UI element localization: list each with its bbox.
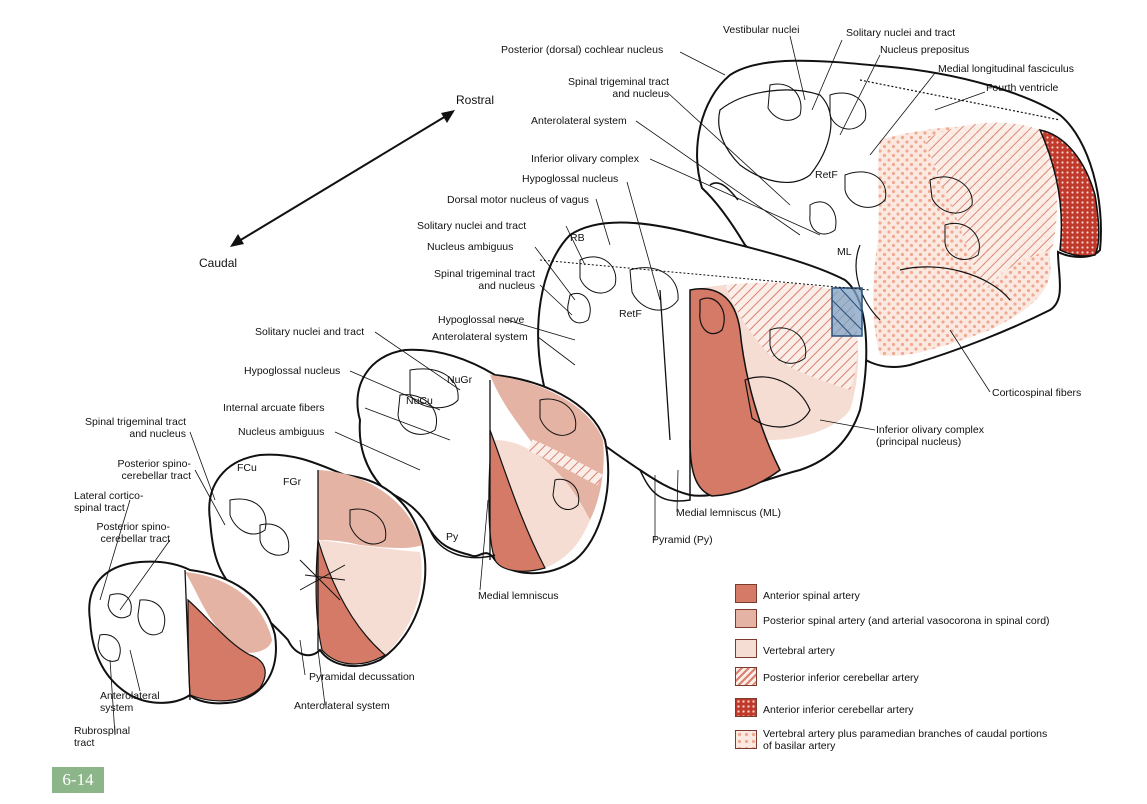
sp-trig-mid-line1: Spinal trigeminal tract [434, 268, 535, 280]
anterolateral-bottom-label: Anterolateral system [294, 700, 390, 712]
hypoglossal-nucleus-low-label: Hypoglossal nucleus [244, 365, 341, 377]
solitary-low-label: Solitary nuclei and tract [255, 326, 365, 338]
section-spinal-cord [88, 560, 277, 705]
sp-trig-mid-label: Spinal trigeminal tract and nucleus [395, 268, 535, 292]
lateral-corticospinal-label: Lateral cortico- spinal tract [74, 490, 143, 514]
rubrospinal-label: Rubrospinal tract [74, 725, 130, 749]
ml-upper-label: ML [837, 246, 852, 258]
legend-swatch-paramedian [735, 730, 757, 749]
nucleus-prepositus-label: Nucleus prepositus [880, 44, 970, 56]
post-spinocerebellar-1-line2: cerebellar tract [121, 470, 191, 482]
pyramid-label: Pyramid (Py) [652, 534, 713, 546]
legend-swatch-aica [735, 698, 757, 717]
leader-lines [99, 35, 991, 736]
rostral-label: Rostral [456, 93, 495, 107]
lateral-corticospinal-line2: spinal tract [74, 502, 125, 514]
dorsal-motor-vagus-label: Dorsal motor nucleus of vagus [447, 194, 589, 206]
caudal-label: Caudal [199, 256, 238, 270]
post-spinocerebellar-2-label: Posterior spino- cerebellar tract [76, 521, 170, 545]
post-spinocerebellar-1-line1: Posterior spino- [117, 458, 191, 470]
corticospinal-fibers-label: Corticospinal fibers [992, 387, 1082, 399]
fgr-label: FGr [283, 476, 302, 488]
figure-number-badge: 6-14 [52, 767, 104, 793]
legend-swatch-posterior-spinal [735, 609, 757, 628]
inferior-olivary-upper-label: Inferior olivary complex [531, 153, 639, 165]
inferior-olivary-principal-label: Inferior olivary complex (principal nucl… [876, 424, 984, 448]
section-mid-medulla [537, 221, 871, 502]
rubrospinal-line2: tract [74, 737, 95, 749]
rubrospinal-line1: Rubrospinal [74, 725, 131, 737]
medial-lemniscus-ml-label: Medial lemniscus (ML) [676, 507, 782, 519]
anterolateral-mid-label: Anterolateral system [432, 331, 528, 343]
anterolateral-cord-label: Anterolateral system [100, 690, 160, 714]
nucleus-ambiguus-mid-label: Nucleus ambiguus [427, 241, 514, 253]
sp-trig-upper-line1: Spinal trigeminal tract [568, 76, 669, 88]
anterolateral-upper-label: Anterolateral system [531, 115, 627, 127]
sp-trig-low-label: Spinal trigeminal tract and nucleus [68, 416, 186, 440]
cochlear-label: Posterior (dorsal) cochlear nucleus [501, 44, 664, 56]
legend-label-aica: Anterior inferior cerebellar artery [763, 704, 914, 716]
legend-swatch-vertebral [735, 639, 757, 658]
sp-trig-upper-label: Spinal trigeminal tract and nucleus [546, 76, 669, 100]
sp-trig-low-line2: and nucleus [129, 428, 186, 440]
solitary-upper-label: Solitary nuclei and tract [846, 27, 956, 39]
post-spinocerebellar-1-label: Posterior spino- cerebellar tract [96, 458, 191, 482]
legend-label-paramedian: Vertebral artery plus paramedian branche… [763, 728, 1047, 752]
post-spinocerebellar-2-line2: cerebellar tract [100, 533, 170, 545]
legend-label-paramedian-line2: of basilar artery [763, 740, 836, 752]
legend-label-vertebral: Vertebral artery [763, 645, 835, 657]
internal-arcuate-label: Internal arcuate fibers [223, 402, 325, 414]
inferior-olivary-principal-line1: Inferior olivary complex [876, 424, 984, 436]
retf-upper-label: RetF [815, 169, 838, 181]
sp-trig-upper-line2: and nucleus [612, 88, 669, 100]
legend-swatch-anterior-spinal [735, 584, 757, 603]
solitary-mid-label: Solitary nuclei and tract [417, 220, 527, 232]
retf-mid-label: RetF [619, 308, 642, 320]
nucu-label: NuCu [406, 395, 433, 407]
legend-label-anterior-spinal: Anterior spinal artery [763, 590, 860, 602]
nugr-label: NuGr [447, 374, 473, 386]
rb-label: RB [570, 232, 585, 244]
legend-swatch-pica [735, 667, 757, 686]
hypoglossal-nucleus-mid-label: Hypoglossal nucleus [522, 173, 619, 185]
legend-label-paramedian-line1: Vertebral artery plus paramedian branche… [763, 728, 1048, 740]
vestibular-nuclei-label: Vestibular nuclei [723, 24, 800, 36]
lateral-corticospinal-line1: Lateral cortico- [74, 490, 144, 502]
fourth-ventricle-label: Fourth ventricle [986, 82, 1059, 94]
anterolateral-cord-line2: system [100, 702, 134, 714]
orientation-arrow [230, 110, 455, 247]
py-label: Py [446, 531, 459, 543]
mlf-label: Medial longitudinal fasciculus [938, 63, 1074, 75]
nucleus-ambiguus-low-label: Nucleus ambiguus [238, 426, 325, 438]
legend-label-pica: Posterior inferior cerebellar artery [763, 672, 919, 684]
legend-label-posterior-spinal: Posterior spinal artery (and arterial va… [763, 615, 1050, 627]
post-spinocerebellar-2-line1: Posterior spino- [96, 521, 170, 533]
sp-trig-low-line1: Spinal trigeminal tract [85, 416, 186, 428]
sp-trig-mid-line2: and nucleus [478, 280, 535, 292]
pyramidal-decussation-label: Pyramidal decussation [309, 671, 415, 683]
fcu-label: FCu [237, 462, 257, 474]
inferior-olivary-principal-line2: (principal nucleus) [876, 436, 962, 448]
anterolateral-cord-line1: Anterolateral [100, 690, 160, 702]
section-caudal-medulla [356, 348, 610, 575]
hypoglossal-nerve-label: Hypoglossal nerve [438, 314, 525, 326]
medial-lemniscus-low-label: Medial lemniscus [478, 590, 559, 602]
